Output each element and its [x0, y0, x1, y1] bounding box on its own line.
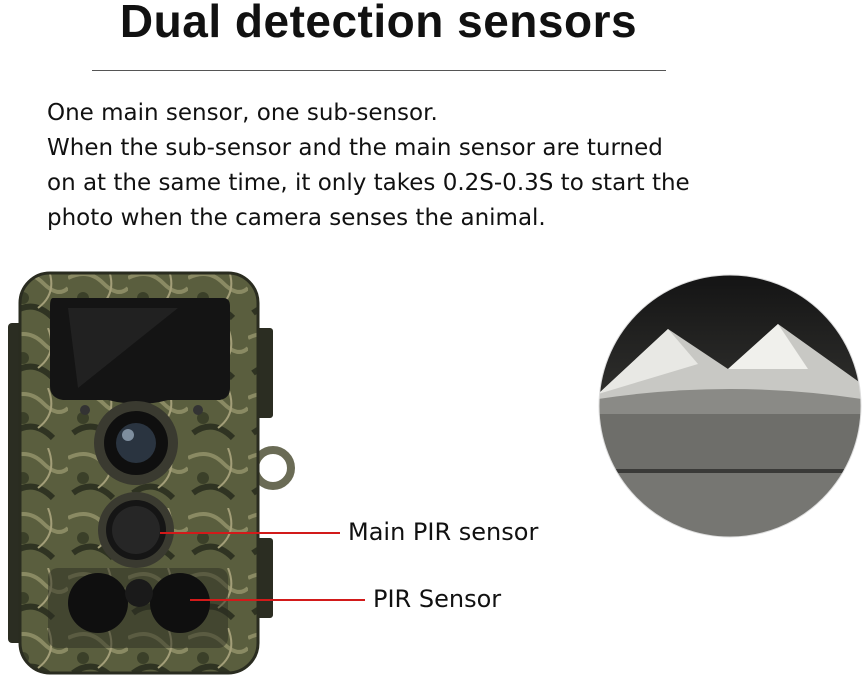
pir-sensor-label: PIR Sensor: [373, 585, 502, 613]
description-line: on at the same time, it only takes 0.2S-…: [47, 170, 690, 196]
description: One main sensor, one sub-sensor. When th…: [47, 96, 690, 236]
sensor-closeup-image: [598, 274, 862, 538]
description-line: One main sensor, one sub-sensor.: [47, 100, 438, 126]
main-pir-callout-line: [160, 532, 340, 534]
trail-camera-image: [8, 271, 295, 675]
page-title: Dual detection sensors: [119, 0, 638, 47]
description-line: When the sub-sensor and the main sensor …: [47, 135, 663, 161]
pir-callout-line: [190, 599, 365, 601]
description-line: photo when the camera senses the animal.: [47, 205, 546, 231]
title-divider: [92, 70, 666, 71]
main-pir-sensor-label: Main PIR sensor: [348, 518, 539, 546]
